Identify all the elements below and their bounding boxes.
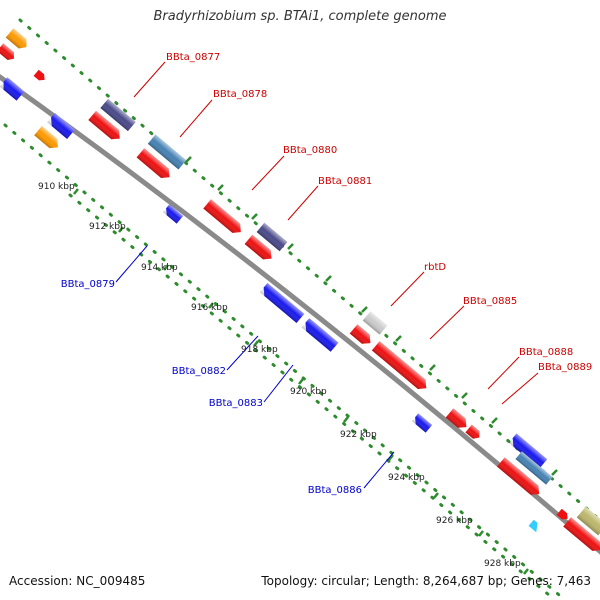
kbp-label-910: 910 kbp <box>38 182 75 192</box>
gene-bbta-0877[interactable] <box>100 98 136 132</box>
gene-red-3[interactable] <box>244 234 276 263</box>
lower-gene-labels[interactable]: BBta_0879 BBta_0882 BBta_0883 BBta_0886 <box>61 279 362 496</box>
kbp-label-914: 914 kbp <box>141 263 178 273</box>
kbp-label-912: 912 kbp <box>89 222 126 232</box>
gene-red-2[interactable] <box>136 148 174 182</box>
gene-red-small-right[interactable] <box>556 508 571 522</box>
kbp-tick-labels: 910 kbp 912 kbp 914 kbp 916 kbp 918 kbp … <box>38 182 521 569</box>
lower-dotted-track <box>68 193 557 600</box>
gene-red-4[interactable] <box>349 324 375 347</box>
gene-label-bbta-0880[interactable]: BBta_0880 <box>283 145 337 156</box>
gene-label-bbta-0882[interactable]: BBta_0882 <box>172 366 226 377</box>
gene-bbta-0885[interactable] <box>371 341 430 393</box>
gene-red-1[interactable] <box>88 110 123 143</box>
gene-bbta-0886[interactable] <box>411 413 433 433</box>
gene-bbta-0888-steel[interactable] <box>515 451 553 485</box>
gene-bbta-0879[interactable] <box>162 204 184 224</box>
upper-dotted-track <box>3 123 567 600</box>
upper-leader-lines <box>133 61 539 405</box>
topology-text: Topology: circular; Length: 8,264,687 bp… <box>261 574 591 588</box>
gene-label-bbta-0881[interactable]: BBta_0881 <box>318 176 372 187</box>
gene-red-top-left[interactable] <box>0 43 17 62</box>
gene-blue-left[interactable] <box>0 77 25 101</box>
gene-label-bbta-0886[interactable]: BBta_0886 <box>308 485 362 496</box>
gene-red-5[interactable] <box>445 408 471 431</box>
lower-track-ticks <box>73 188 529 575</box>
gene-arrows[interactable] <box>0 28 600 554</box>
gene-bbta-0880[interactable] <box>203 199 244 236</box>
kbp-label-916: 916 kbp <box>191 303 228 313</box>
lower-leader-lines <box>115 245 395 489</box>
kbp-label-924: 924 kbp <box>388 473 425 483</box>
gene-bbta-0881[interactable] <box>256 222 288 252</box>
kbp-label-928: 928 kbp <box>484 559 521 569</box>
gene-rbtd[interactable] <box>362 311 388 335</box>
genome-title: Bradyrhizobium sp. BTAi1, complete genom… <box>153 9 447 24</box>
gene-label-rbtd[interactable]: rbtD <box>424 262 446 273</box>
gene-label-bbta-0885[interactable]: BBta_0885 <box>463 296 517 307</box>
gene-red-6[interactable] <box>465 424 482 442</box>
gene-bbta-0889[interactable] <box>496 457 543 498</box>
gene-blue-lower-left[interactable] <box>47 113 75 139</box>
gene-cyan-small[interactable] <box>528 519 542 533</box>
gene-bbta-0883[interactable] <box>301 318 339 352</box>
gene-orange-lower-left[interactable] <box>34 126 62 152</box>
gene-bbta-0878[interactable] <box>147 134 187 170</box>
gene-red-small[interactable] <box>33 69 48 83</box>
gene-label-bbta-0883[interactable]: BBta_0883 <box>209 398 263 409</box>
kbp-label-926: 926 kbp <box>436 516 473 526</box>
accession-text: Accession: NC_009485 <box>9 574 146 588</box>
outer-dotted-track <box>18 18 600 522</box>
gene-orange-top-left[interactable] <box>5 28 31 51</box>
kbp-label-918: 918 kbp <box>241 345 278 355</box>
gene-red-right-edge[interactable] <box>563 517 600 554</box>
gene-label-bbta-0878[interactable]: BBta_0878 <box>213 89 267 100</box>
kbp-label-920: 920 kbp <box>290 387 327 397</box>
gene-label-bbta-0877[interactable]: BBta_0877 <box>166 52 220 63</box>
kbp-label-922: 922 kbp <box>340 430 377 440</box>
gene-bbta-0888[interactable] <box>508 433 548 469</box>
gene-label-bbta-0889[interactable]: BBta_0889 <box>538 362 592 373</box>
upper-gene-labels[interactable]: BBta_0877 BBta_0878 BBta_0880 BBta_0881 … <box>166 52 592 373</box>
gene-bbta-0882[interactable] <box>259 282 305 324</box>
gene-label-bbta-0879[interactable]: BBta_0879 <box>61 279 115 290</box>
gene-label-bbta-0888[interactable]: BBta_0888 <box>519 347 573 358</box>
